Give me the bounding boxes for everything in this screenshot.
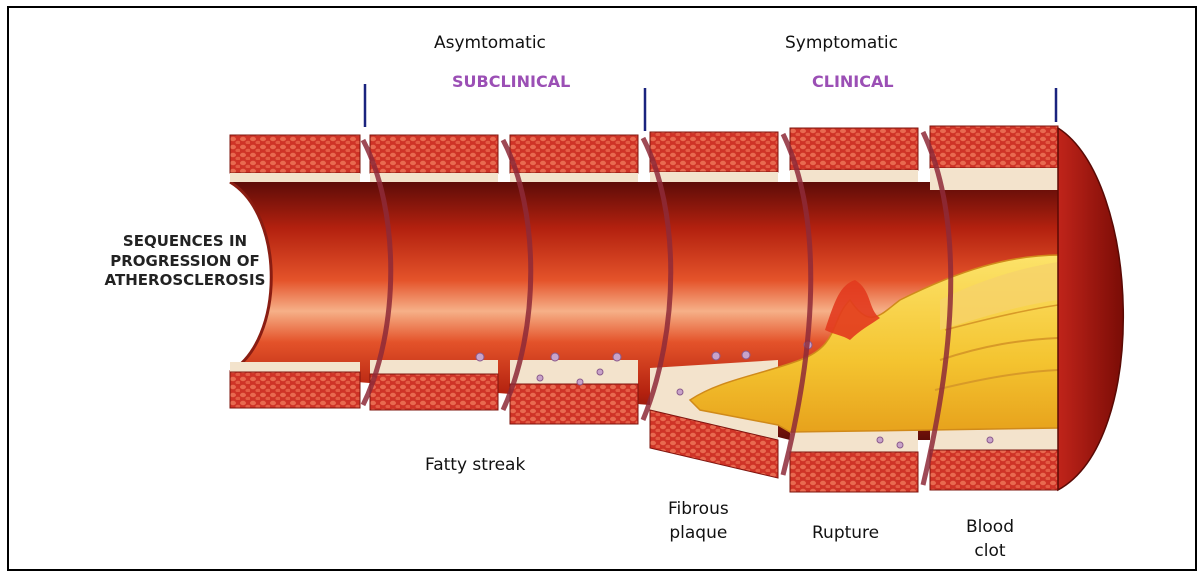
stage-fatty-streak: Fatty streak: [425, 454, 525, 478]
clinical-label: CLINICAL: [812, 72, 894, 91]
asymptomatic-heading: Asymtomatic: [434, 34, 546, 54]
stage-blood-clot-line1: Blood: [966, 516, 1014, 540]
stage-blood-clot: Blood clot: [966, 516, 1014, 564]
title-line-3: ATHEROSCLEROSIS: [80, 271, 290, 291]
stage-fibrous-plaque-line2: plaque: [668, 522, 729, 546]
subclinical-label: SUBCLINICAL: [452, 72, 570, 91]
diagram-title: SEQUENCES IN PROGRESSION OF ATHEROSCLERO…: [80, 232, 290, 291]
title-line-2: PROGRESSION OF: [80, 252, 290, 272]
stage-rupture-label: Rupture: [812, 522, 879, 546]
stage-rupture: Rupture: [812, 522, 879, 546]
stage-fatty-streak-label: Fatty streak: [425, 454, 525, 478]
symptomatic-heading: Symptomatic: [785, 34, 898, 54]
title-line-1: SEQUENCES IN: [80, 232, 290, 252]
stage-fibrous-plaque-line1: Fibrous: [668, 498, 729, 522]
vessel-end-cap: [1058, 128, 1123, 490]
stage-fibrous-plaque: Fibrous plaque: [668, 498, 729, 546]
stage-blood-clot-line2: clot: [966, 540, 1014, 564]
